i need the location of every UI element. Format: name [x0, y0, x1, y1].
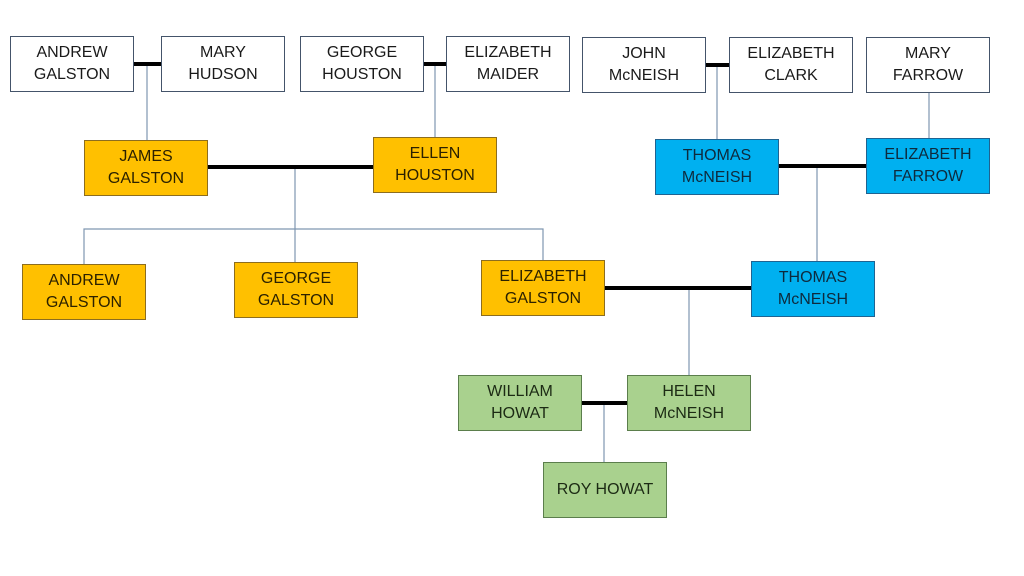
- person-thomas-mcneish-jr[interactable]: THOMAS McNEISH: [751, 261, 875, 317]
- first-name: THOMAS: [682, 147, 752, 164]
- first-name: ELIZABETH: [884, 146, 972, 163]
- person-elizabeth-clark[interactable]: ELIZABETH CLARK: [729, 37, 853, 93]
- first-name: THOMAS: [778, 269, 848, 286]
- last-name: McNEISH: [681, 169, 753, 186]
- first-name: WILLIAM: [487, 383, 553, 400]
- last-name: HUDSON: [188, 66, 258, 83]
- last-name: HOWAT: [491, 405, 549, 422]
- last-name: McNEISH: [777, 291, 849, 308]
- first-name: ELIZABETH: [747, 45, 835, 62]
- last-name: HOUSTON: [395, 167, 475, 184]
- last-name: HOUSTON: [322, 66, 402, 83]
- person-george-houston[interactable]: GEORGE HOUSTON: [300, 36, 424, 92]
- first-name: JAMES: [119, 148, 173, 165]
- first-name: ELIZABETH: [464, 44, 552, 61]
- person-thomas-mcneish-sr[interactable]: THOMAS McNEISH: [655, 139, 779, 195]
- last-name: GALSTON: [257, 292, 335, 309]
- last-name: CLARK: [764, 67, 818, 84]
- first-name: ANDREW: [36, 44, 108, 61]
- last-name: GALSTON: [45, 294, 123, 311]
- last-name: MAIDER: [476, 66, 540, 83]
- last-name: GALSTON: [504, 290, 582, 307]
- person-elizabeth-farrow[interactable]: ELIZABETH FARROW: [866, 138, 990, 194]
- first-name: GEORGE: [260, 270, 332, 287]
- person-roy-howat[interactable]: ROY HOWAT: [543, 462, 667, 518]
- person-elizabeth-galston[interactable]: ELIZABETH GALSTON: [481, 260, 605, 316]
- marriage-lines: [134, 62, 866, 405]
- first-name: MARY: [905, 45, 951, 62]
- last-name: FARROW: [892, 67, 964, 84]
- person-mary-farrow[interactable]: MARY FARROW: [866, 37, 990, 93]
- person-elizabeth-maider[interactable]: ELIZABETH MAIDER: [446, 36, 570, 92]
- full-name: ROY HOWAT: [556, 481, 654, 498]
- person-mary-hudson[interactable]: MARY HUDSON: [161, 36, 285, 92]
- person-ellen-houston[interactable]: ELLEN HOUSTON: [373, 137, 497, 193]
- person-john-mcneish[interactable]: JOHN McNEISH: [582, 37, 706, 93]
- first-name: ELIZABETH: [499, 268, 587, 285]
- person-helen-mcneish[interactable]: HELEN McNEISH: [627, 375, 751, 431]
- person-andrew-galston-sr[interactable]: ANDREW GALSTON: [10, 36, 134, 92]
- first-name: JOHN: [622, 45, 666, 62]
- first-name: HELEN: [662, 383, 716, 400]
- person-george-galston[interactable]: GEORGE GALSTON: [234, 262, 358, 318]
- descent-line-james-ellen-children-bar: [83, 228, 544, 264]
- last-name: McNEISH: [608, 67, 680, 84]
- first-name: ELLEN: [409, 145, 461, 162]
- descent-lines: [83, 64, 930, 462]
- last-name: McNEISH: [653, 405, 725, 422]
- person-william-howat[interactable]: WILLIAM HOWAT: [458, 375, 582, 431]
- person-james-galston[interactable]: JAMES GALSTON: [84, 140, 208, 196]
- first-name: GEORGE: [326, 44, 398, 61]
- first-name: MARY: [200, 44, 246, 61]
- last-name: GALSTON: [107, 170, 185, 187]
- last-name: FARROW: [892, 168, 964, 185]
- person-andrew-galston-jr[interactable]: ANDREW GALSTON: [22, 264, 146, 320]
- first-name: ANDREW: [48, 272, 120, 289]
- last-name: GALSTON: [33, 66, 111, 83]
